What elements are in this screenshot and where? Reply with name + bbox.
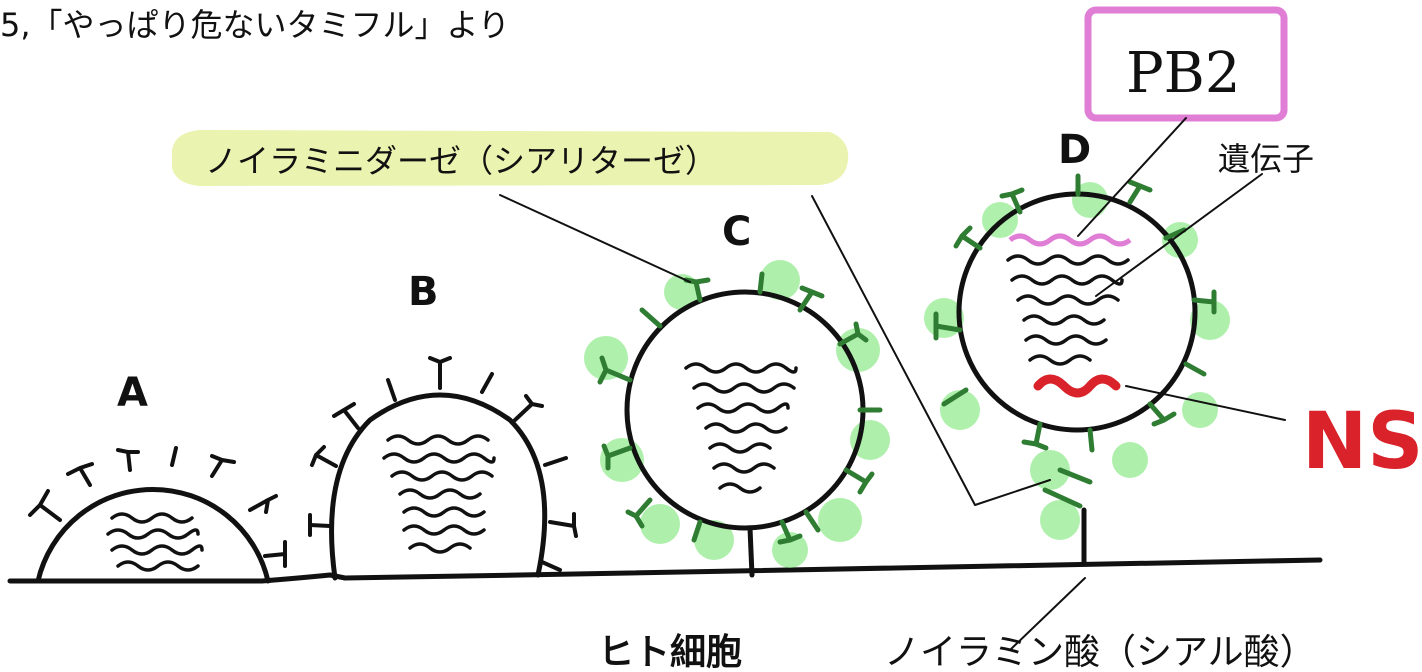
gene-pointer	[1095, 173, 1263, 297]
ns1-gene-segment	[1033, 374, 1121, 398]
stage-label-a: A	[117, 370, 148, 416]
virus-b-rna	[382, 434, 496, 554]
human-cell-label: ヒト細胞	[598, 632, 742, 672]
virus-c-glow	[584, 260, 890, 568]
virus-d-rna	[1006, 254, 1130, 366]
neuraminic-acid-label: ノイラミン酸（シアル酸）	[884, 632, 1316, 672]
pb2-label: PB2	[1126, 41, 1240, 106]
neuraminidase-pointer-d	[811, 195, 1051, 506]
virus-c-spikes	[597, 271, 883, 545]
virus-a	[28, 446, 287, 584]
virus-b-envelope	[329, 392, 548, 581]
cell-membrane-line	[7, 557, 1323, 584]
virus-c-attachment	[747, 525, 755, 578]
neuraminidase-highlight	[172, 130, 849, 186]
header-text: 5,「やっぱり危ないタミフル」より	[0, 6, 510, 44]
neuraminidase-label: ノイラミニダーゼ（シアリターゼ）	[205, 142, 717, 180]
pb2-pointer	[1077, 117, 1187, 237]
virus-c	[584, 260, 890, 578]
pb2-gene-segment	[1008, 233, 1132, 247]
gene-label: 遺伝子	[1218, 140, 1314, 178]
stage-label-b: B	[408, 269, 439, 315]
virus-a-spikes	[28, 446, 287, 568]
neuraminidase-pointer-c	[499, 194, 691, 283]
virus-a-rna	[106, 512, 204, 572]
stage-label-c: C	[722, 209, 751, 255]
virus-b-spikes	[308, 356, 578, 572]
virus-c-rna	[684, 362, 798, 494]
ns1-pointer	[1125, 385, 1286, 421]
virus-d	[924, 173, 1230, 565]
virus-a-envelope	[35, 486, 271, 584]
neuraminic-acid-pointer	[1009, 577, 1086, 651]
leader-lines	[499, 117, 1286, 651]
stage-label-d: D	[1058, 127, 1091, 173]
virus-b	[308, 356, 578, 581]
ns1-label: NS1	[1302, 397, 1422, 487]
virus-d-spikes	[933, 173, 1217, 509]
